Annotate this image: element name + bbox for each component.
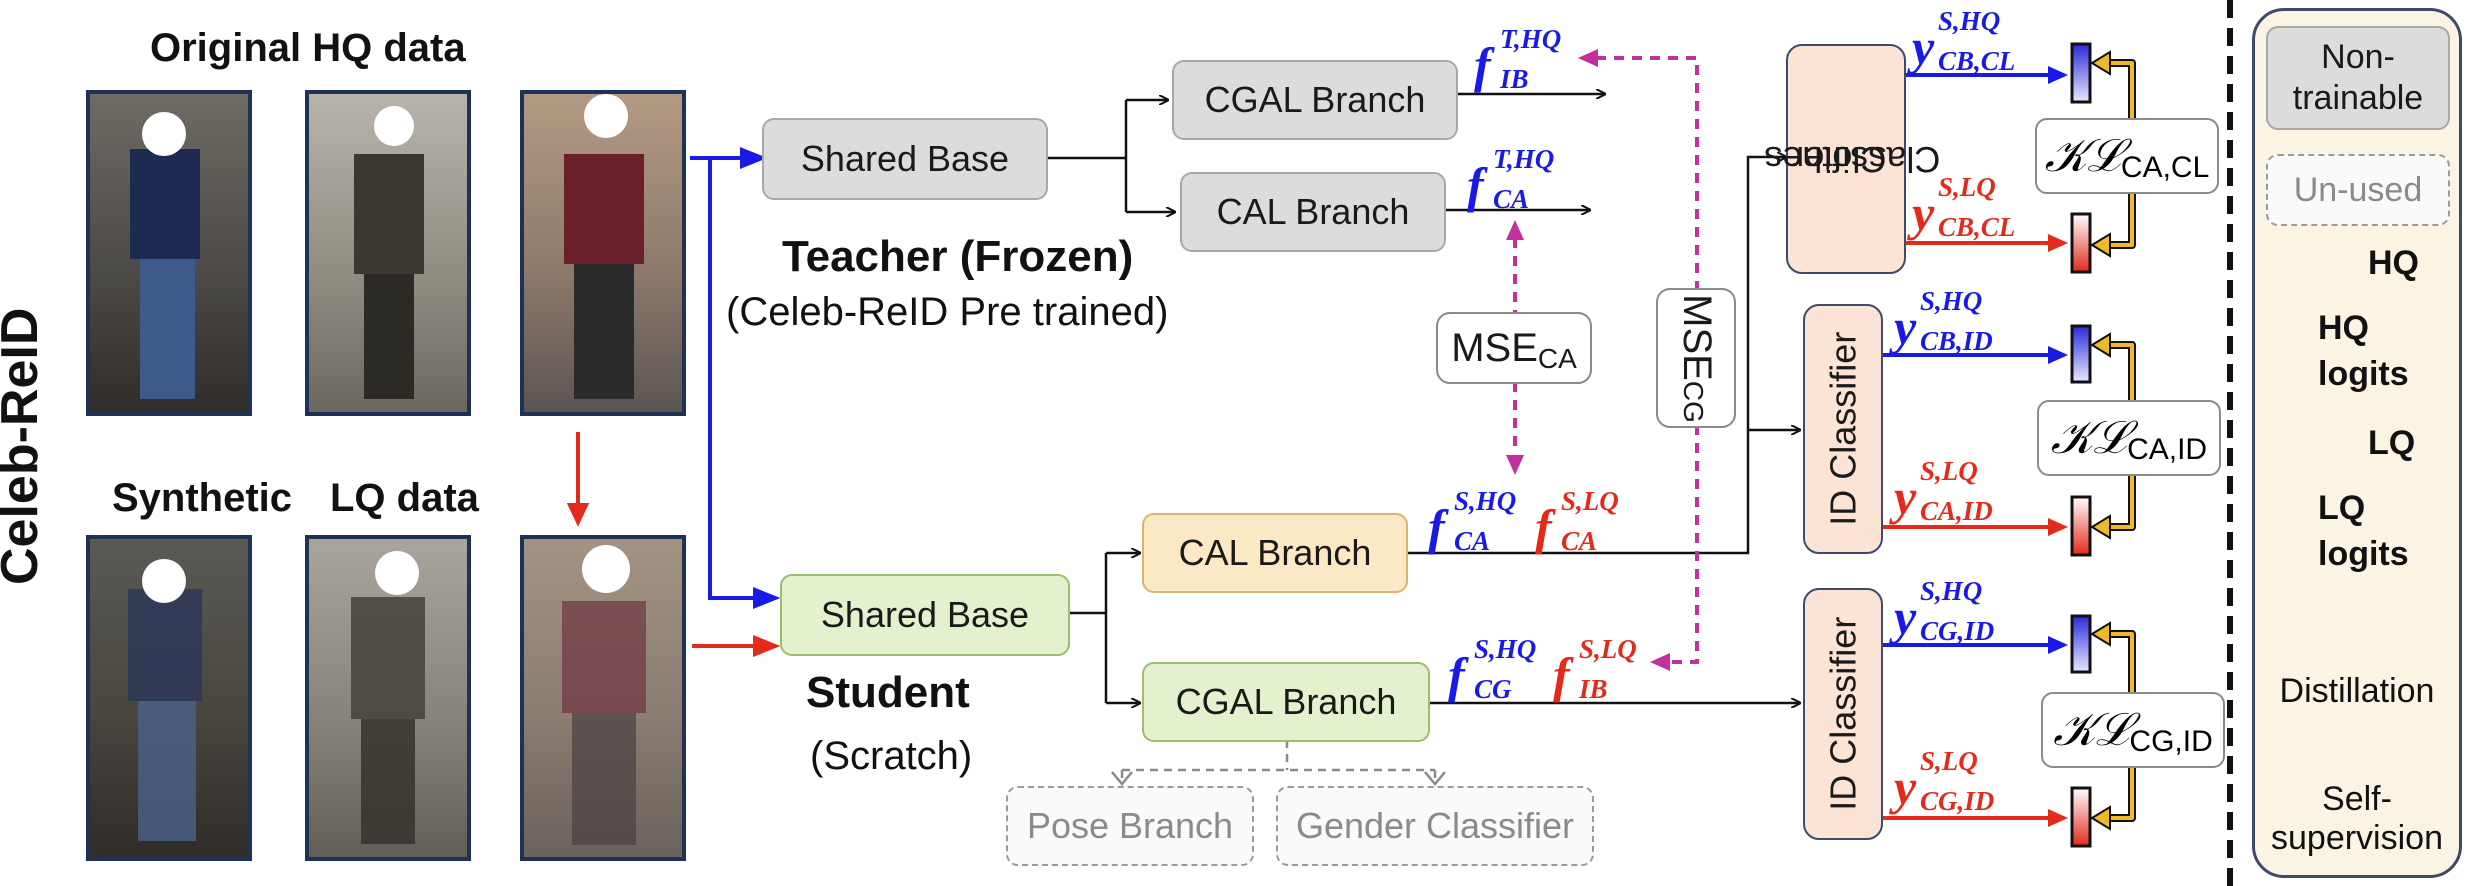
- student-title: Student: [806, 668, 970, 717]
- lq-logit-bar: [2070, 495, 2092, 557]
- legend-unused: Un-used: [2266, 154, 2450, 226]
- student-cal-branch: CAL Branch: [1142, 513, 1408, 593]
- lq-person-image-1: [86, 535, 252, 861]
- hq-logit-bar: [2070, 42, 2092, 104]
- id-classifier-1: ID Classifier: [1803, 304, 1883, 554]
- lq-logit-bar: [2070, 786, 2092, 848]
- mse-cg-loss: MSECG: [1656, 288, 1736, 428]
- lq-person-image-3: [520, 535, 686, 861]
- logit-arrowheads: [2048, 66, 2068, 827]
- legend-hq-logits: HQ logits: [2318, 309, 2409, 393]
- student-wires: [1070, 157, 1800, 703]
- student-cgal-branch: CGAL Branch: [1142, 662, 1430, 742]
- legend-hq: HQ: [2368, 244, 2419, 282]
- teacher-subtitle: (Celeb-ReID Pre trained): [726, 290, 1169, 334]
- legend-lq-logits: LQ logits: [2318, 489, 2409, 573]
- teacher-wires: [1045, 94, 1605, 212]
- legend-non-trainable: Non- trainable: [2266, 26, 2450, 130]
- input-arrows: [566, 147, 781, 657]
- unused-links: [1111, 740, 1446, 786]
- hq-logit-bar: [2070, 614, 2092, 674]
- teacher-shared-base: Shared Base: [762, 118, 1048, 200]
- legend-self-supervision: Self- supervision: [2271, 780, 2443, 858]
- hq-logit-bar: [2070, 324, 2092, 384]
- student-shared-base: Shared Base: [780, 574, 1070, 656]
- lq-data-title-b: LQ data: [330, 476, 479, 520]
- lq-person-image-2: [305, 535, 471, 861]
- lq-data-title-a: Synthetic: [112, 476, 293, 520]
- legend-lq: LQ: [2368, 424, 2416, 462]
- id-classifier-2: ID Classifier: [1803, 588, 1883, 840]
- teacher-title: Teacher (Frozen): [782, 232, 1134, 281]
- hq-person-image-2: [305, 90, 471, 416]
- teacher-cal-branch: CAL Branch: [1180, 172, 1446, 252]
- legend-panel: [2252, 8, 2462, 878]
- hq-person-image-3: [520, 90, 686, 416]
- teacher-cgal-branch: CGAL Branch: [1172, 60, 1458, 140]
- hq-data-title: Original HQ data: [150, 26, 466, 70]
- logit-bars: [2070, 42, 2092, 848]
- distillation-arrowheads: [1506, 49, 1670, 671]
- lq-logit-bar: [2070, 212, 2092, 274]
- gender-classifier: Gender Classifier: [1276, 786, 1594, 866]
- legend-distillation: Distillation: [2279, 672, 2435, 710]
- hq-person-image-1: [86, 90, 252, 416]
- pose-branch: Pose Branch: [1006, 786, 1254, 866]
- logit-arrows: [1883, 73, 2053, 820]
- dataset-label: Celeb-ReID: [0, 307, 49, 585]
- self-supervision-heads: [2090, 50, 2111, 831]
- student-subtitle: (Scratch): [810, 734, 973, 778]
